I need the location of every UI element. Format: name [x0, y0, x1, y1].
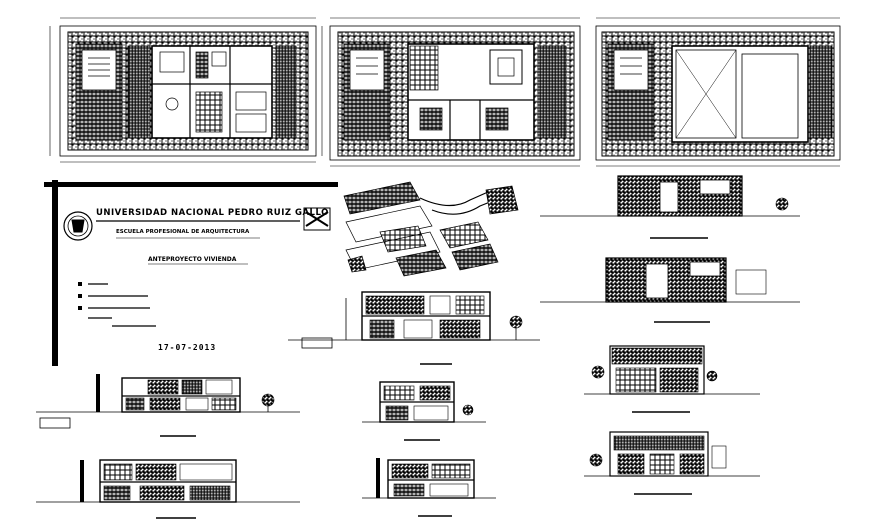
university-name: UNIVERSIDAD NACIONAL PEDRO RUIZ GALLO: [96, 208, 329, 218]
elevation-3: [584, 345, 760, 413]
drawing-date: 17-07-2013: [158, 343, 217, 352]
section-b: [36, 374, 300, 437]
location-site-plan: [343, 181, 519, 277]
elevation-2: [540, 257, 800, 323]
first-floor-plan: [49, 17, 323, 163]
section-a: [288, 291, 540, 365]
section-c: [362, 381, 486, 441]
second-floor-plan: [329, 17, 581, 167]
project-title: ANTEPROYECTO VIVIENDA: [148, 256, 237, 263]
elevation-1: [540, 175, 800, 239]
school-name: ESCUELA PROFESIONAL DE ARQUITECTURA: [116, 229, 250, 235]
section-e: [362, 458, 496, 517]
roof-plan: [595, 17, 841, 167]
section-d: [36, 459, 300, 519]
title-block: [44, 180, 338, 366]
elevation-4: [584, 431, 760, 495]
